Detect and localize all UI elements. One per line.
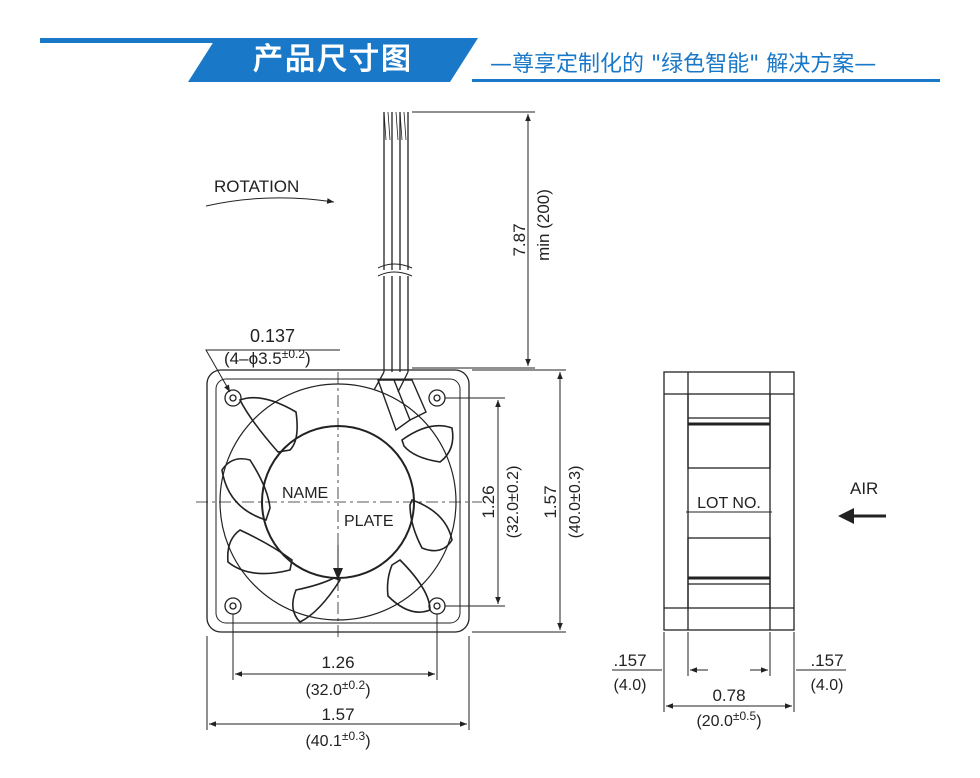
overall-h-mm: (40.1±0.3)	[305, 729, 370, 750]
lead-length-value: 7.87	[510, 223, 529, 256]
overall-h-dim	[206, 636, 470, 730]
plate-label: PLATE	[344, 513, 394, 530]
centerlines	[196, 372, 482, 640]
hole-pitch-h-mm: (32.0±0.2)	[305, 678, 370, 699]
left-flange-value: .157	[613, 651, 646, 670]
hole-dim-value: 0.137	[250, 326, 295, 346]
lot-no-label: LOT NO.	[697, 495, 761, 512]
name-label: NAME	[282, 485, 328, 502]
air-label: AIR	[850, 479, 878, 498]
page-subtitle: —尊享定制化的 "绿色智能" 解决方案—	[490, 52, 877, 77]
side-view	[663, 371, 795, 631]
depth-mm: (20.0±0.5)	[696, 709, 761, 730]
rotation-arrow-icon	[205, 197, 335, 207]
depth-value: 0.78	[712, 686, 745, 705]
overall-v-value: 1.57	[541, 485, 560, 518]
hole-pitch-v-value: 1.26	[479, 485, 498, 518]
rotation-label: ROTATION	[214, 177, 299, 196]
right-flange-value: .157	[810, 651, 843, 670]
lead-wires	[373, 111, 413, 393]
header-rule-left	[40, 38, 272, 43]
hole-leader	[205, 349, 340, 393]
front-view	[196, 369, 482, 640]
lead-length-dim	[412, 111, 535, 369]
air-arrow-head-icon	[838, 508, 854, 524]
hole-pitch-h-dim	[232, 614, 438, 680]
side-outline	[663, 371, 795, 631]
overall-v-mm: (40.0±0.3)	[567, 466, 584, 539]
lead-length-mm: min (200)	[534, 189, 553, 261]
hole-pitch-v-dim	[445, 397, 505, 607]
title-banner	[188, 38, 478, 82]
page-title: 产品尺寸图	[253, 42, 413, 77]
fan-frame-outer	[206, 369, 470, 633]
hole-pitch-v-mm: (32.0±0.2)	[505, 466, 522, 539]
overall-v-dim	[472, 369, 566, 633]
overall-h-value: 1.57	[321, 705, 354, 724]
left-flange-mm: (4.0)	[614, 677, 647, 694]
fan-blades	[221, 396, 454, 623]
hole-pitch-h-value: 1.26	[321, 653, 354, 672]
right-flange-mm: (4.0)	[811, 677, 844, 694]
header-rule-right	[472, 79, 940, 82]
side-flange-dims	[612, 632, 846, 712]
